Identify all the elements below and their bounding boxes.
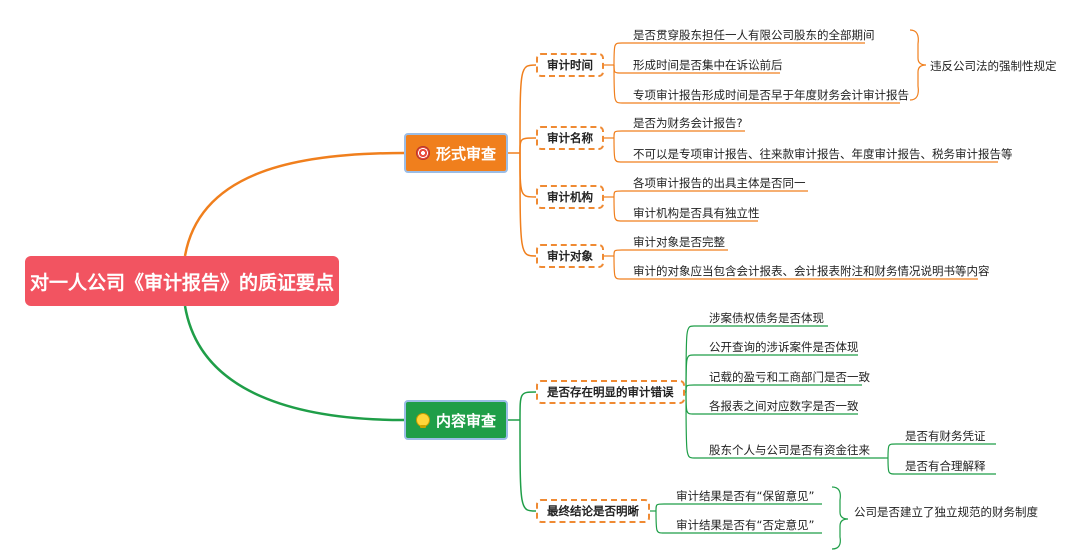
connector-leaf <box>613 190 808 198</box>
leaf-node[interactable]: 涉案债权债务是否体现 <box>709 311 824 325</box>
connector-leaf <box>685 391 885 459</box>
leaf-node[interactable]: 审计的对象应当包含会计报表、会计报表附注和财务情况说明书等内容 <box>633 264 990 278</box>
connector-leaf <box>685 354 858 393</box>
connector-root-content <box>183 305 405 422</box>
leaf-node[interactable]: 形成时间是否集中在诉讼前后 <box>633 58 783 72</box>
category-audit-agency[interactable]: 审计机构 <box>536 185 604 209</box>
leaf-node[interactable]: 是否为财务会计报告? <box>633 116 743 130</box>
leaf-node[interactable]: 审计结果是否有“保留意见” <box>676 489 815 503</box>
connector-leaf <box>613 137 998 163</box>
brace-icon <box>831 486 849 550</box>
connector-leaf <box>613 255 978 280</box>
leaf-node[interactable]: 审计对象是否完整 <box>633 235 725 249</box>
category-label: 审计名称 <box>547 131 593 145</box>
leaf-node[interactable]: 各报表之间对应数字是否一致 <box>709 399 859 413</box>
connector-category <box>519 152 537 198</box>
connector-leaf <box>613 64 900 104</box>
connector-category <box>519 64 537 154</box>
root-topic[interactable]: 对一人公司《审计报告》的质证要点 <box>25 256 339 306</box>
category-audit-object[interactable]: 审计对象 <box>536 244 604 268</box>
leaf-node[interactable]: 审计结果是否有“否定意见” <box>676 518 815 532</box>
connector-leaf <box>685 384 862 393</box>
brace-icon <box>909 29 927 101</box>
connector-leaf <box>613 196 758 222</box>
summary-note[interactable]: 违反公司法的强制性规定 <box>930 59 1057 73</box>
leaf-node[interactable]: 股东个人与公司是否有资金往来 <box>709 443 870 457</box>
branch-content-review[interactable]: 内容审查 <box>404 400 508 440</box>
summary-note[interactable]: 公司是否建立了独立规范的财务制度 <box>854 505 1038 519</box>
category-label: 审计时间 <box>547 58 593 72</box>
lightbulb-icon <box>415 413 430 428</box>
leaf-node[interactable]: 公开查询的涉诉案件是否体现 <box>709 340 859 354</box>
leaf-node[interactable]: 是否有财务凭证 <box>905 429 986 443</box>
connector-leaf <box>887 457 996 475</box>
connector-leaf <box>613 130 745 139</box>
category-audit-name[interactable]: 审计名称 <box>536 126 604 150</box>
leaf-node[interactable]: 审计机构是否具有独立性 <box>633 206 760 220</box>
leaf-node[interactable]: 是否贯穿股东担任一人有限公司股东的全部期间 <box>633 28 875 42</box>
target-icon <box>415 146 430 160</box>
connector-leaf <box>887 443 996 459</box>
category-obvious-errors[interactable]: 是否存在明显的审计错误 <box>536 380 685 404</box>
connector-category <box>519 137 537 154</box>
category-final-conclusion[interactable]: 最终结论是否明晰 <box>536 499 650 523</box>
leaf-node[interactable]: 记载的盈亏和工商部门是否一致 <box>709 370 870 384</box>
connector-category <box>519 391 537 421</box>
connector-leaf <box>655 510 822 534</box>
branch-label: 形式审查 <box>435 144 496 163</box>
leaf-node[interactable]: 不可以是专项审计报告、往来款审计报告、年度审计报告、税务审计报告等 <box>633 147 1013 161</box>
leaf-node[interactable]: 各项审计报告的出具主体是否同一 <box>633 176 806 190</box>
category-audit-time[interactable]: 审计时间 <box>536 53 604 77</box>
connector-leaf <box>613 42 865 66</box>
category-label: 最终结论是否明晰 <box>547 504 639 518</box>
root-topic-label: 对一人公司《审计报告》的质证要点 <box>29 271 334 294</box>
branch-label: 内容审查 <box>435 411 496 430</box>
leaf-node[interactable]: 是否有合理解释 <box>905 459 986 473</box>
connector-category <box>519 419 537 512</box>
connector-root-form <box>183 151 405 257</box>
connector-category <box>519 152 537 257</box>
category-label: 审计机构 <box>547 190 593 204</box>
connector-leaf <box>613 249 728 257</box>
branch-form-review[interactable]: 形式审查 <box>404 133 508 173</box>
connector-leaf <box>655 503 822 512</box>
category-label: 是否存在明显的审计错误 <box>547 385 674 399</box>
category-label: 审计对象 <box>547 249 593 263</box>
leaf-node[interactable]: 专项审计报告形成时间是否早于年度财务会计审计报告 <box>633 88 909 102</box>
